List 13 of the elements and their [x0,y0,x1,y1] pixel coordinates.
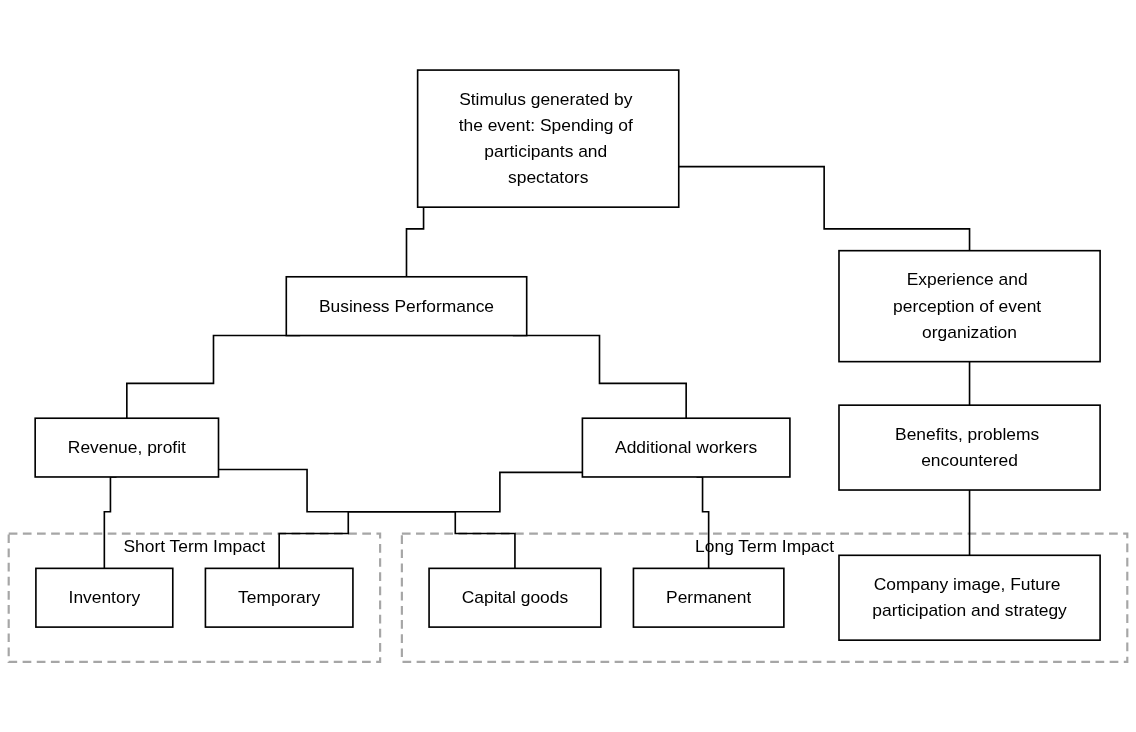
node-box: Experience and perception of event organization [838,249,1101,363]
node-box: Permanent [632,567,785,628]
node-box: Company image, Future participation and strategy [838,554,1101,641]
node-box: Temporary [204,567,354,628]
connector [968,360,971,406]
node-box: Business Performance [285,275,528,337]
connector [968,489,971,557]
node-box: Capital goods [428,567,602,628]
node-box: Benefits, problems encountered [838,404,1101,491]
node-box: Stimulus generated by the event: Spending of participants and spectators [416,69,680,208]
node-box: Inventory [35,567,174,628]
node-box: Additional workers [581,417,791,478]
node-box: Revenue, profit [34,417,220,478]
